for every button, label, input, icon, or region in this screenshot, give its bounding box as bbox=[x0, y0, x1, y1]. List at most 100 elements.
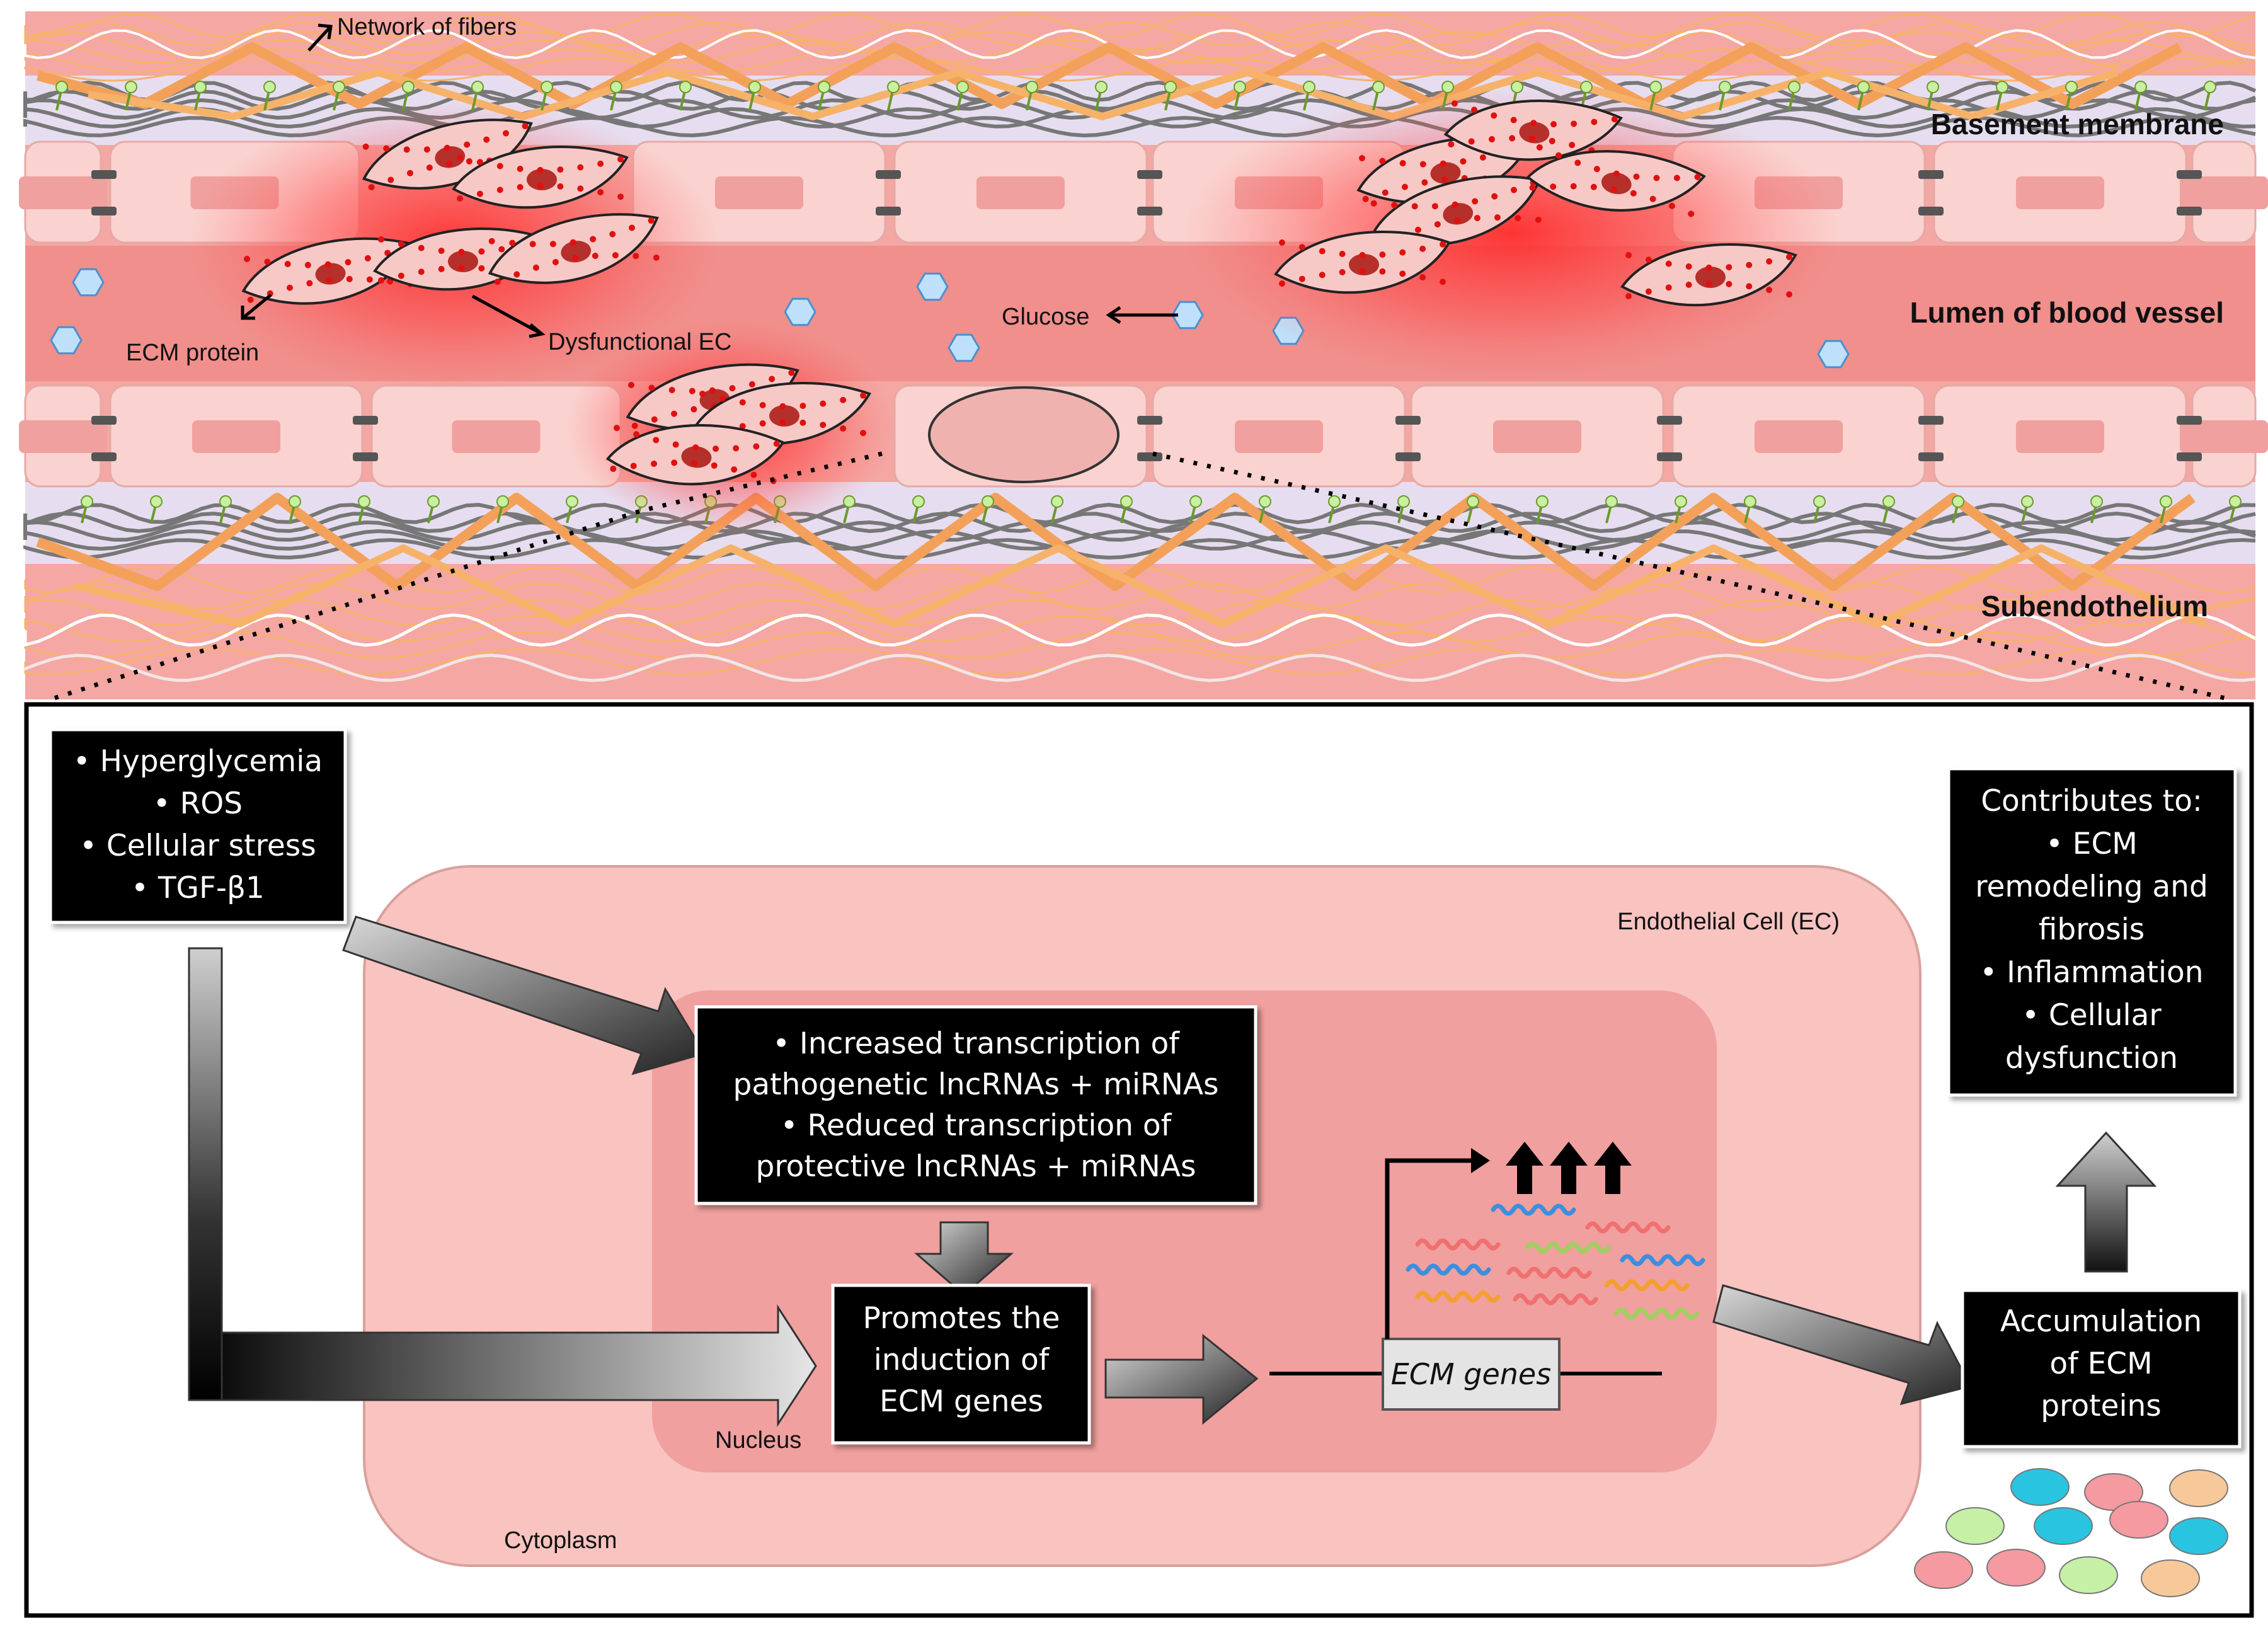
proteoglycan-head bbox=[1788, 81, 1801, 93]
proteoglycan-head bbox=[1051, 495, 1063, 508]
cell-junction bbox=[1137, 416, 1162, 425]
ecm-protein-blob bbox=[2141, 1559, 2200, 1597]
inflammation-glow bbox=[1184, 88, 1840, 378]
proteoglycan-head bbox=[1719, 81, 1731, 93]
stimuli-text: • Hyperglycemia• ROS• Cellular stress• T… bbox=[73, 744, 323, 905]
proteoglycan-head bbox=[289, 495, 301, 508]
glucose-hexagon bbox=[948, 333, 980, 362]
glucose-hexagon bbox=[1817, 340, 1850, 369]
proteoglycan-head bbox=[150, 495, 163, 508]
cell-nucleus bbox=[2016, 176, 2104, 209]
cell-nucleus bbox=[1235, 420, 1323, 453]
proteoglycan-head bbox=[679, 81, 692, 93]
transcription-start-arrow bbox=[1385, 1158, 1477, 1339]
thin-fiber bbox=[24, 13, 2256, 38]
dysfunctional-ec bbox=[488, 213, 660, 285]
proteoglycan-head bbox=[1259, 495, 1271, 508]
beaded-fiber bbox=[88, 69, 2118, 120]
proteoglycan-head bbox=[1189, 495, 1202, 508]
cell-nucleus bbox=[452, 420, 541, 453]
highlighted-endothelial-cell bbox=[928, 386, 1120, 483]
thin-fiber bbox=[24, 631, 2256, 659]
contributes-line: • Inflammation bbox=[1979, 955, 2203, 990]
fiber-network bbox=[23, 13, 2257, 682]
proteoglycan-head bbox=[912, 495, 925, 508]
accumulation-line: of ECM bbox=[2049, 1346, 2152, 1381]
proteoglycan-head bbox=[1882, 495, 1895, 508]
glucose-hexagon bbox=[916, 272, 949, 301]
cell-nucleus bbox=[976, 176, 1065, 209]
proteoglycan-head bbox=[541, 81, 553, 93]
transcription-line: • Increased transcription of bbox=[772, 1026, 1180, 1061]
cell-nucleus bbox=[1493, 420, 1581, 453]
mechanism-panel: Endothelial Cell (EC) Nucleus Cytoplasm … bbox=[24, 702, 2254, 1618]
proteoglycan-head bbox=[1120, 495, 1133, 508]
contributes-line: Contributes to: bbox=[1981, 784, 2202, 818]
label-cytoplasm: Cytoplasm bbox=[504, 1527, 617, 1554]
dysfunctional-ec-clusters bbox=[189, 88, 1840, 536]
proteoglycan-head bbox=[471, 81, 484, 93]
cell-junction bbox=[91, 452, 117, 461]
cell-junction bbox=[91, 416, 117, 425]
proteoglycan-head bbox=[1536, 495, 1549, 508]
rna-transcript bbox=[1604, 1279, 1690, 1292]
proteoglycan-head bbox=[219, 495, 232, 508]
rna-transcript bbox=[1585, 1221, 1671, 1234]
proteoglycan-head bbox=[1675, 495, 1687, 508]
up-arrow bbox=[1506, 1142, 1544, 1194]
thin-fiber bbox=[24, 648, 2256, 675]
dysfunctional-ec bbox=[1620, 243, 1797, 307]
promotes-line: induction of bbox=[874, 1343, 1050, 1377]
cell-junction bbox=[353, 452, 378, 461]
collagen-gray-fiber bbox=[23, 502, 2256, 525]
proteoglycan-head bbox=[333, 81, 345, 93]
proteoglycan-head bbox=[2204, 81, 2216, 93]
collagen-gray-fiber bbox=[23, 520, 2256, 542]
proteoglycan-head bbox=[1996, 81, 2008, 93]
cell-junction bbox=[1657, 452, 1682, 461]
label-network-of-fibers: Network of fibers bbox=[337, 14, 517, 40]
proteoglycan-head bbox=[982, 495, 994, 508]
cell-junction bbox=[1918, 416, 1944, 425]
cell-nucleus bbox=[192, 420, 280, 453]
beaded-fiber bbox=[74, 544, 2207, 628]
proteoglycan-head bbox=[2160, 495, 2172, 508]
proteoglycan-head bbox=[263, 81, 276, 93]
dysfunctional-ec bbox=[241, 237, 415, 305]
contributes-box bbox=[1947, 767, 2237, 1097]
rna-transcript bbox=[1620, 1254, 1705, 1266]
arrow-stimuli-to-transcription bbox=[342, 915, 706, 1076]
proteoglycan-head bbox=[1372, 81, 1385, 93]
dysfunctional-ec bbox=[1443, 100, 1623, 161]
label-endothelial-cell: Endothelial Cell (EC) bbox=[1617, 909, 1840, 935]
proteoglycan-head bbox=[1328, 495, 1341, 508]
promotes-line: ECM genes bbox=[879, 1384, 1043, 1419]
cell-junction bbox=[353, 416, 378, 425]
ecm-protein-blobs bbox=[1914, 1468, 2228, 1597]
cell-junction bbox=[1395, 416, 1421, 425]
dysfunctional-ec bbox=[452, 145, 629, 209]
cell-junction bbox=[1137, 170, 1162, 179]
white-fiber bbox=[23, 653, 2256, 682]
contributes-line: • ECM bbox=[2046, 827, 2138, 861]
transcription-text: • Increased transcription ofpathogenetic… bbox=[733, 1026, 1218, 1184]
contributes-line: remodeling and bbox=[1975, 870, 2208, 904]
transcription-box bbox=[694, 1005, 1257, 1205]
accumulation-box bbox=[1961, 1289, 2242, 1449]
proteoglycan-head bbox=[194, 81, 207, 93]
cell-junction bbox=[1137, 207, 1162, 215]
arrow-transcription-to-promotes bbox=[914, 1221, 1014, 1296]
proteoglycan-head bbox=[1813, 495, 1826, 508]
proteoglycan-head bbox=[55, 81, 68, 93]
arrow-promotes-to-genes bbox=[1104, 1333, 1259, 1425]
cell-junction bbox=[1137, 452, 1162, 461]
collagen-gray-fiber bbox=[23, 98, 2256, 120]
proteoglycan-head bbox=[1026, 81, 1038, 93]
proteoglycan-head bbox=[1605, 495, 1618, 508]
rna-transcript bbox=[1406, 1263, 1491, 1276]
proteoglycan-head bbox=[2065, 81, 2078, 93]
cell-junction bbox=[2177, 170, 2202, 179]
